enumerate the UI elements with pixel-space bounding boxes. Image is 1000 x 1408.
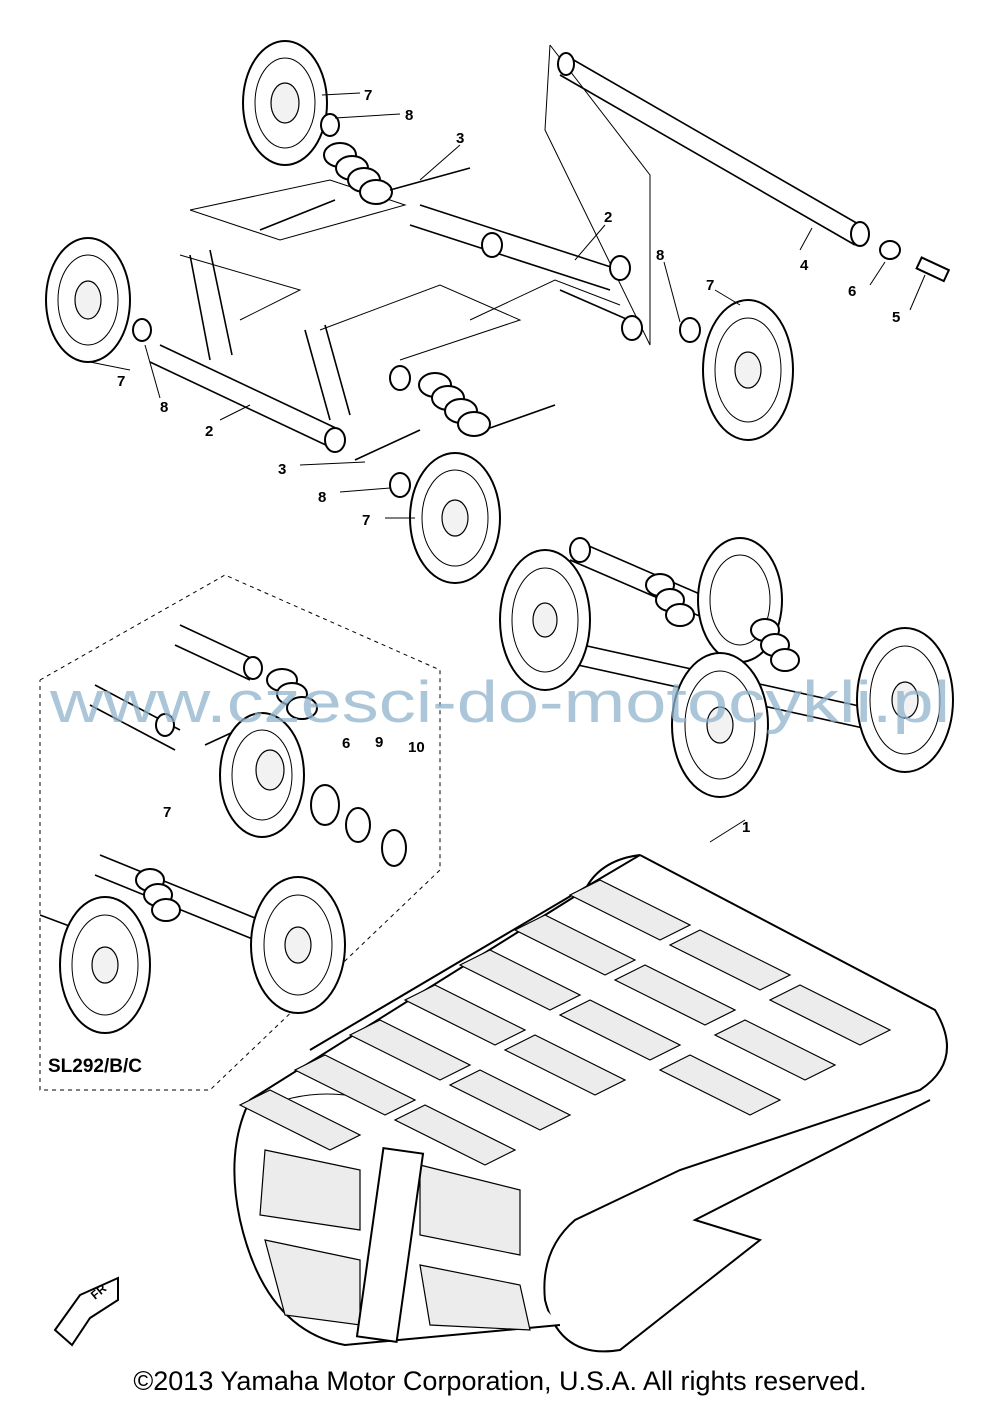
callout-10: 10 — [408, 739, 425, 756]
callout-3a: 3 — [456, 130, 464, 147]
assembled-bogie-right — [499, 537, 954, 798]
callout-7e: 7 — [163, 804, 171, 821]
callout-8c: 8 — [160, 399, 168, 416]
callout-3b: 3 — [278, 461, 286, 478]
watermark: www.czesci-do-motocykli.pl — [49, 670, 950, 735]
top-suspension-assembly — [45, 40, 951, 584]
variant-inset: SL292/B/C — [39, 574, 441, 1091]
callout-2a: 2 — [604, 209, 612, 226]
callout-2b: 2 — [205, 423, 213, 440]
callout-4: 4 — [800, 257, 809, 274]
callout-8d: 8 — [318, 489, 326, 506]
callout-5: 5 — [892, 309, 900, 326]
track-belt — [233, 854, 948, 1353]
callout-7b: 7 — [706, 277, 714, 294]
callout-7d: 7 — [362, 512, 370, 529]
leader-lines — [89, 92, 926, 843]
torsion-spring-top — [259, 142, 471, 231]
torsion-spring-lower — [354, 372, 556, 461]
callout-8b: 8 — [656, 247, 664, 264]
callout-6b: 6 — [342, 735, 350, 752]
callout-7a: 7 — [364, 87, 372, 104]
callout-8a: 8 — [405, 107, 413, 124]
front-direction-arrow: FR — [53, 1276, 119, 1347]
callout-7c: 7 — [117, 373, 125, 390]
copyright-notice: ©2013 Yamaha Motor Corporation, U.S.A. A… — [133, 1366, 867, 1396]
callout-9: 9 — [375, 734, 383, 751]
callout-1: 1 — [742, 819, 750, 836]
callout-6a: 6 — [848, 283, 856, 300]
variant-label: SL292/B/C — [48, 1056, 142, 1077]
callout-numbers: 7 8 3 2 8 7 4 6 5 7 8 2 3 8 7 1 7 6 9 10 — [117, 87, 900, 836]
